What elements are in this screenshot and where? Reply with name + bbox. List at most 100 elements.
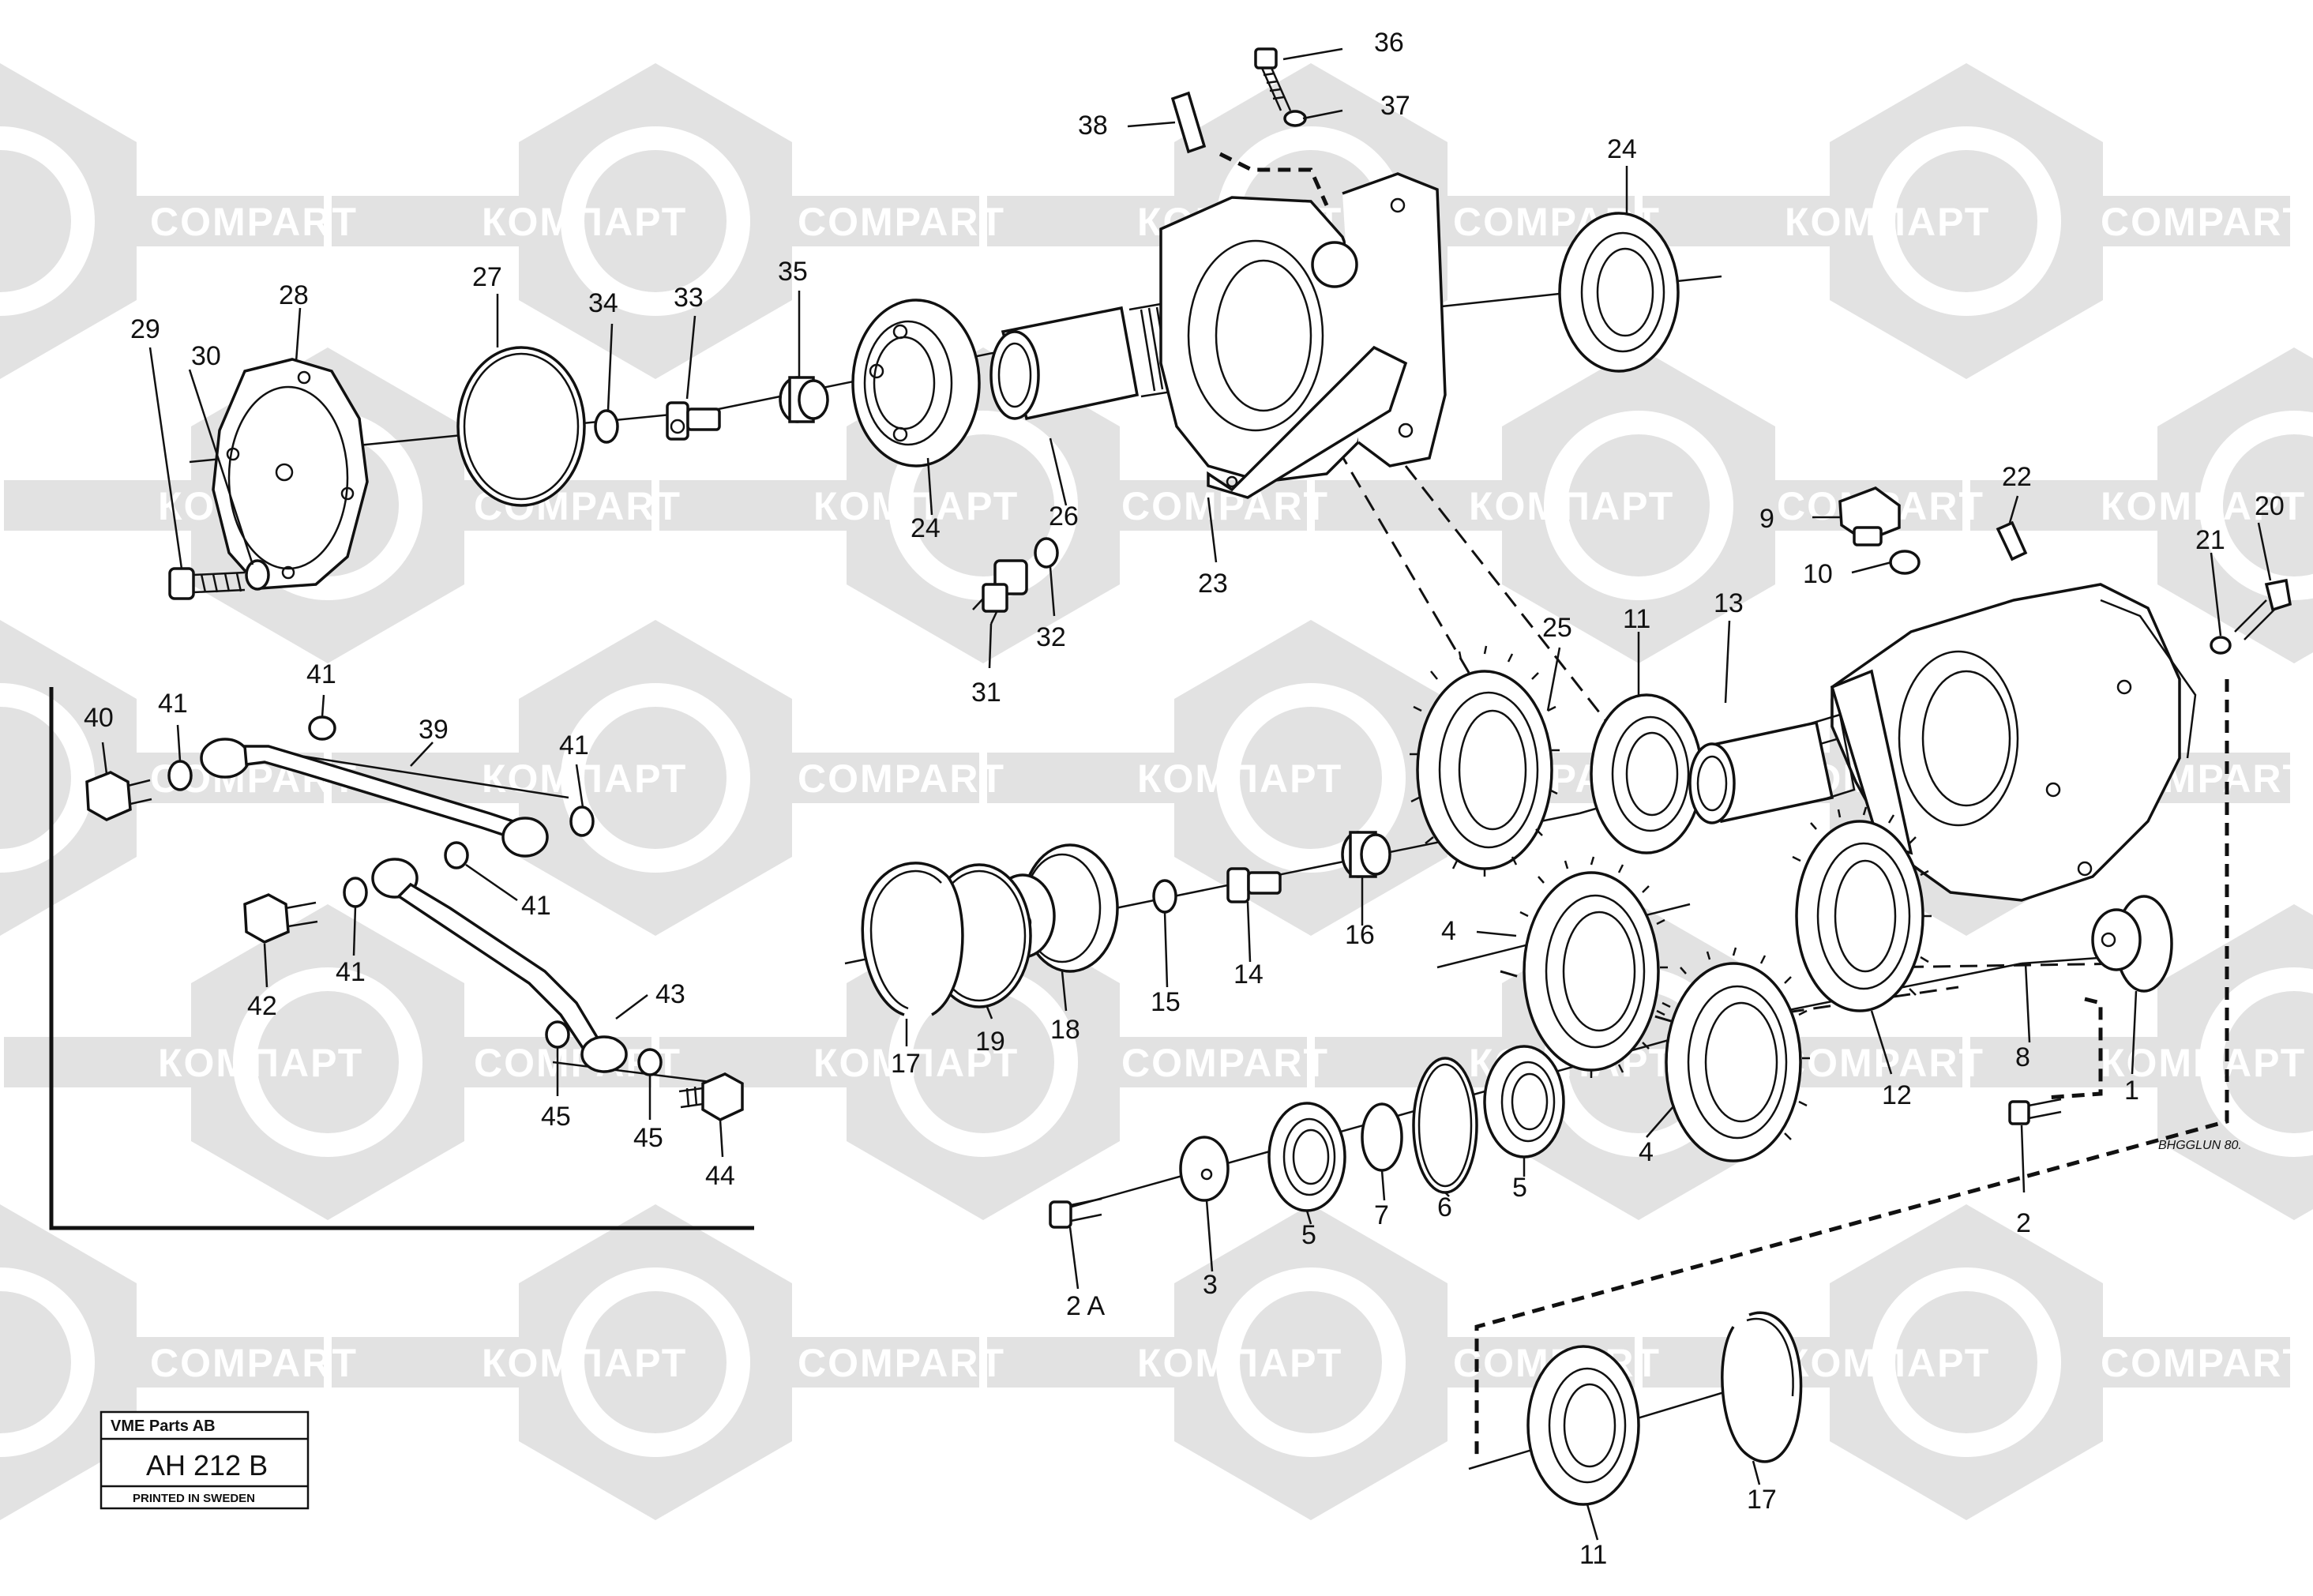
callout-1: 1 (2124, 1076, 2139, 1106)
callout-27: 27 (472, 262, 502, 292)
inset-oil-pipe (49, 687, 754, 1230)
callout-41: 41 (559, 730, 589, 760)
sleeve-16 (1341, 831, 1391, 878)
callout-9: 9 (1759, 504, 1774, 534)
callout-23: 23 (1198, 569, 1228, 599)
pin-38 (1170, 91, 1207, 154)
flange-1 (2091, 895, 2173, 993)
screw-2 (2008, 1098, 2062, 1125)
washer-10 (1889, 550, 1921, 575)
callout-21: 21 (2195, 525, 2225, 555)
callout-26: 26 (1049, 501, 1079, 531)
callout-2a: 2 A (1066, 1291, 1105, 1321)
stamp-printed: PRINTED IN SWEDEN (133, 1492, 255, 1505)
callout-29: 29 (130, 314, 160, 344)
pipe-39 (200, 738, 549, 858)
gear-12 (1792, 806, 1932, 1012)
callout-8: 8 (2015, 1042, 2030, 1072)
watermark-text: КОМПАРТ (1469, 484, 1674, 528)
callout-13: 13 (1714, 588, 1744, 618)
callout-33: 33 (674, 283, 704, 313)
watermark-text: COMPART (150, 1341, 358, 1385)
callout-labels: 36 37 38 24 28 27 34 33 35 29 30 24 26 2… (84, 28, 2285, 1570)
pin-22 (1996, 520, 2028, 561)
callout-24: 24 (1607, 134, 1637, 164)
bolt-40 (85, 771, 152, 821)
watermark-text: COMPART (1121, 1041, 1329, 1085)
watermark-text: КОМПАРТ (482, 757, 687, 801)
bolt-33 (666, 401, 721, 441)
callout-6: 6 (1437, 1192, 1452, 1222)
stamp-code: AH 212 B (146, 1449, 268, 1481)
callout-41: 41 (158, 689, 188, 719)
washer-41 (444, 841, 469, 869)
screw-36 (1254, 47, 1292, 111)
bearing-5-left (1267, 1102, 1346, 1212)
callout-40: 40 (84, 703, 114, 733)
callout-38: 38 (1078, 111, 1108, 141)
inset-frame (49, 687, 754, 1230)
gear-25 (1410, 645, 1560, 877)
callout-17-bottom: 17 (1747, 1485, 1777, 1515)
callout-14: 14 (1233, 959, 1264, 990)
callout-41: 41 (336, 957, 366, 987)
washer-45 (637, 1048, 663, 1076)
callout-22: 22 (2002, 462, 2032, 492)
washer-41 (343, 877, 368, 908)
callout-4-upper: 4 (1441, 916, 1456, 946)
callout-10: 10 (1803, 559, 1833, 589)
bearing-24 (851, 299, 981, 468)
washer-45 (545, 1020, 570, 1049)
callout-11-bottom: 11 (1579, 1540, 1607, 1570)
watermark-text: КОМПАРТ (813, 1041, 1019, 1085)
watermark-text: COMPART (1777, 1041, 1984, 1085)
callout-7: 7 (1374, 1200, 1389, 1230)
callout-2: 2 (2016, 1208, 2031, 1238)
upper-assembly (168, 47, 1680, 625)
bolt-2a (1049, 1197, 1102, 1229)
watermark-text: COMPART (2101, 1341, 2308, 1385)
watermark-text: КОМПАРТ (482, 200, 687, 244)
cover-plate-28 (212, 358, 369, 590)
washer-3 (1179, 1136, 1230, 1202)
snap-ring-6 (1412, 1057, 1478, 1194)
watermark-text: КОМПАРТ (1137, 1341, 1342, 1385)
housing-8 (1830, 583, 2197, 902)
shaft-26 (989, 302, 1178, 421)
washer-41 (308, 715, 336, 741)
bearing-24-right (1558, 212, 1680, 373)
washer-30 (245, 559, 270, 591)
watermark-text: COMPART (798, 1341, 1005, 1385)
sleeve-35 (779, 376, 829, 423)
gear-4-upper (1519, 856, 1668, 1078)
callout-42: 42 (247, 991, 277, 1021)
callout-4-lower: 4 (1639, 1137, 1654, 1167)
callout-24-left: 24 (911, 513, 941, 543)
callout-43: 43 (655, 979, 685, 1009)
callout-35: 35 (778, 257, 808, 287)
callout-37: 37 (1380, 91, 1410, 121)
callout-16: 16 (1345, 920, 1375, 950)
callout-28: 28 (279, 280, 309, 310)
callout-3: 3 (1203, 1270, 1218, 1300)
washer-34 (594, 409, 619, 444)
draftsman-signature: BHGGLUN 80. (2158, 1139, 2242, 1152)
callout-45: 45 (541, 1102, 571, 1132)
callout-41: 41 (521, 891, 551, 921)
lower-assembly (861, 486, 2292, 1506)
stamp-company: VME Parts AB (111, 1418, 216, 1435)
watermark-text: КОМПАРТ (2101, 484, 2306, 528)
washer-41 (167, 760, 193, 791)
o-ring-27 (456, 346, 586, 507)
callout-36: 36 (1374, 28, 1404, 58)
washer-41 (569, 806, 595, 837)
bolt-20 (2234, 578, 2292, 640)
callout-11: 11 (1623, 604, 1650, 634)
watermark-text: COMPART (2101, 200, 2308, 244)
callout-34: 34 (588, 288, 618, 318)
watermark-text: КОМПАРТ (1785, 1341, 1990, 1385)
watermark-text: КОМПАРТ (2101, 1041, 2306, 1085)
callout-45: 45 (633, 1123, 663, 1153)
bearing-5-right (1483, 1045, 1565, 1159)
washer-21 (2210, 636, 2232, 655)
